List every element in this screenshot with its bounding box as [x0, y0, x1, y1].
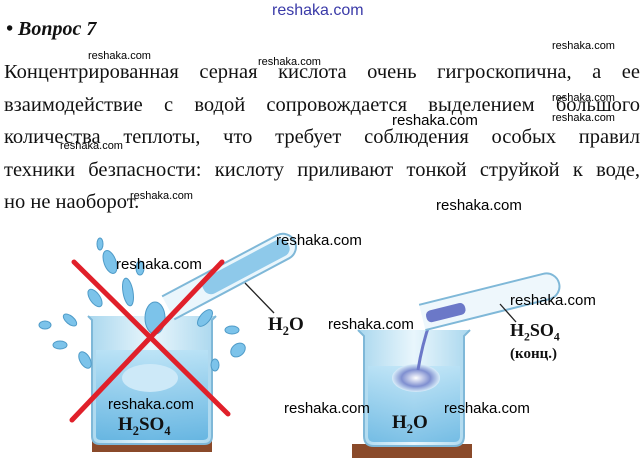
watermark: reshaka.com	[276, 232, 362, 249]
left-test-tube	[161, 232, 297, 321]
watermark: reshaka.com	[60, 140, 123, 152]
text-line: количества теплоты, что требует соблюден…	[4, 126, 640, 148]
text-line: Концентрированная серная кислота очень г…	[4, 61, 640, 83]
watermark: reshaka.com	[552, 112, 615, 124]
watermark: reshaka.com	[328, 316, 414, 333]
watermark: reshaka.com	[284, 400, 370, 417]
watermark: reshaka.com	[130, 190, 193, 202]
right-beaker-label: H2O	[392, 412, 428, 436]
watermark: reshaka.com	[392, 112, 478, 129]
boiling-bubbles	[122, 364, 178, 392]
watermark: reshaka.com	[108, 396, 194, 413]
watermark: reshaka.com	[258, 56, 321, 68]
watermark: reshaka.com	[552, 40, 615, 52]
question-text: Концентрированная серная кислота очень г…	[4, 56, 640, 219]
right-tube-label: H2SO4	[510, 320, 560, 344]
watermark: reshaka.com	[88, 50, 151, 62]
right-tube-note: (конц.)	[510, 346, 557, 362]
watermark: reshaka.com	[436, 197, 522, 214]
text-line: взаимодействие с водой сопровождается вы…	[4, 93, 640, 116]
watermark-top[interactable]: reshaka.com	[272, 2, 364, 19]
right-test-tube	[418, 272, 561, 332]
right-tube-pointer	[499, 303, 517, 323]
right-beaker-liquid	[368, 366, 460, 442]
left-tube-pointer	[244, 282, 275, 314]
text-line: но не наоборот.	[4, 191, 140, 213]
left-beaker-label: H2SO4	[118, 414, 171, 438]
left-beaker-liquid	[96, 350, 208, 440]
question-heading: • Вопрос 7	[6, 18, 97, 40]
left-tube-label: H2O	[268, 314, 304, 338]
watermark: reshaka.com	[444, 400, 530, 417]
watermark: reshaka.com	[552, 92, 615, 104]
right-stand	[352, 444, 472, 458]
cross-mark	[69, 259, 231, 423]
left-setup	[38, 232, 297, 452]
text-line: техники безпасности: кислоту приливают т…	[4, 158, 640, 181]
watermark: reshaka.com	[510, 292, 596, 309]
right-setup	[352, 272, 561, 458]
mixing-swirl	[392, 364, 440, 392]
watermark: reshaka.com	[116, 256, 202, 273]
